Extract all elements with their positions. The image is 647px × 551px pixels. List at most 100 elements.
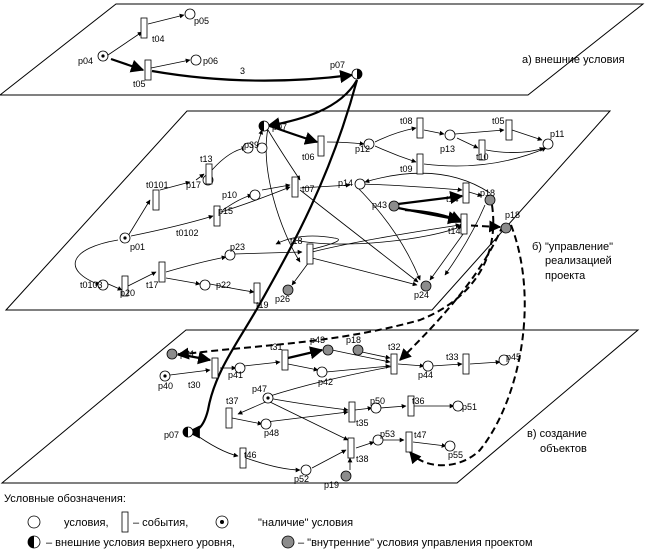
transition-t14b bbox=[460, 213, 468, 235]
transition-t37 bbox=[225, 407, 233, 429]
label-p21: p21 bbox=[180, 349, 195, 359]
label-p20: p20 bbox=[120, 288, 135, 298]
level-b-caption-2: реализацией bbox=[545, 255, 612, 267]
label-p11: p11 bbox=[550, 129, 564, 139]
label-p24: p24 bbox=[414, 290, 429, 300]
transition-t0102 bbox=[213, 205, 221, 227]
place-p10 bbox=[242, 142, 254, 154]
label-p43b: p43 bbox=[310, 335, 325, 345]
level-b-caption-1: б) "управление" bbox=[532, 241, 613, 253]
label-t19: t19 bbox=[256, 300, 269, 310]
legend-place-icon bbox=[27, 515, 41, 529]
label-t05b: t05 bbox=[492, 116, 505, 126]
arc-p07-down-to-p07 bbox=[266, 79, 358, 131]
label-t47: t47 bbox=[414, 430, 427, 440]
label-p01: p01 bbox=[130, 242, 145, 252]
place-p23 bbox=[224, 249, 236, 261]
transition-t0103 bbox=[121, 275, 129, 297]
label-p40: p40 bbox=[158, 381, 173, 391]
label-t13: t13 bbox=[200, 154, 213, 164]
level-c-caption-2: объектов bbox=[540, 443, 587, 455]
level-b-caption-3: проекта bbox=[545, 270, 586, 282]
transition-t33 bbox=[462, 353, 470, 375]
label-p07-top: p07 bbox=[330, 60, 345, 70]
legend-events: – события, bbox=[133, 517, 188, 529]
label-p15: p15 bbox=[218, 206, 233, 216]
place-p44 bbox=[422, 360, 434, 372]
token bbox=[163, 374, 167, 378]
level-c-caption-1: в) создание bbox=[527, 428, 587, 440]
place-p51 bbox=[452, 400, 464, 412]
label-t18: t18 bbox=[290, 236, 303, 246]
token bbox=[123, 236, 127, 240]
plane-external-conditions bbox=[0, 3, 645, 96]
place-p18b bbox=[500, 222, 512, 234]
label-p06: p06 bbox=[203, 56, 218, 66]
transition-t38 bbox=[347, 437, 355, 459]
label-p53: p53 bbox=[380, 429, 395, 439]
label-p18: p18 bbox=[480, 188, 495, 198]
label-t31: t31 bbox=[270, 342, 283, 352]
place-p13 bbox=[444, 129, 456, 141]
label-t10: t10 bbox=[476, 152, 489, 162]
transition-t32 bbox=[390, 353, 398, 375]
label-p51: p51 bbox=[462, 402, 477, 412]
label-p50: p50 bbox=[370, 396, 385, 406]
token bbox=[101, 54, 105, 58]
transition-t09 bbox=[416, 153, 424, 175]
place-p55 bbox=[444, 440, 456, 452]
label-t30: t30 bbox=[188, 380, 201, 390]
level-a-caption: а) внешние условия bbox=[522, 54, 625, 66]
transition-t46 bbox=[239, 447, 247, 469]
label-p04: p04 bbox=[78, 56, 93, 66]
label-p39: p39 bbox=[244, 140, 259, 150]
transition-t06 bbox=[317, 135, 325, 157]
label-t35: t35 bbox=[356, 418, 369, 428]
label-p23: p23 bbox=[230, 242, 245, 252]
place-p12 bbox=[363, 138, 375, 150]
legend-external: – внешние условия верхнего уровня, bbox=[46, 537, 235, 549]
place-p53 bbox=[372, 434, 384, 446]
place-p18c bbox=[352, 344, 364, 356]
transition-t47 bbox=[405, 431, 413, 453]
dashed-arc-p18-to-level-c bbox=[176, 204, 495, 360]
legend: Условные обозначения: условия, – события… bbox=[4, 493, 533, 549]
label-p43: p43 bbox=[372, 200, 387, 210]
label-p26: p26 bbox=[275, 294, 290, 304]
place-p15 bbox=[249, 189, 261, 201]
transition-t31 bbox=[281, 349, 289, 371]
label-t0103: t0103 bbox=[80, 280, 103, 290]
transition-t13 bbox=[205, 163, 213, 185]
transition-t05b bbox=[505, 119, 513, 141]
label-t07: t07 bbox=[302, 184, 315, 194]
label-p13: p13 bbox=[440, 144, 455, 154]
transition-t36 bbox=[407, 395, 415, 417]
place-p48 bbox=[260, 418, 272, 430]
label-t08: t08 bbox=[400, 116, 413, 126]
transition-t05 bbox=[144, 59, 152, 81]
place-p11 bbox=[542, 138, 554, 150]
transition-t35 bbox=[348, 401, 356, 423]
legend-internal-icon bbox=[281, 535, 295, 549]
place-p39 bbox=[256, 142, 268, 154]
label-p52: p52 bbox=[294, 474, 309, 484]
level-a: p04 p05 p06 p07 t04 t05 3 а) внешние усл… bbox=[78, 8, 625, 89]
label-p07: p07 bbox=[272, 122, 287, 132]
label-p18b: p18 bbox=[505, 210, 520, 220]
label-p44: p44 bbox=[418, 370, 433, 380]
label-p47: p47 bbox=[252, 384, 267, 394]
place-p21 bbox=[166, 348, 178, 360]
transition-t19 bbox=[253, 282, 261, 304]
transition-t08 bbox=[416, 117, 424, 139]
place-p24 bbox=[420, 280, 432, 292]
label-p55: p55 bbox=[448, 450, 463, 460]
arc-weight: 3 bbox=[240, 66, 245, 76]
place-p06 bbox=[190, 54, 202, 66]
label-p22: p22 bbox=[216, 280, 231, 290]
label-t14a: t14 bbox=[446, 194, 459, 204]
label-t33: t33 bbox=[446, 352, 459, 362]
legend-internal: – "внутренние" условия управления проект… bbox=[298, 537, 533, 549]
arc-p07-down-to-level-c bbox=[186, 79, 359, 439]
legend-transition-icon bbox=[121, 511, 129, 533]
